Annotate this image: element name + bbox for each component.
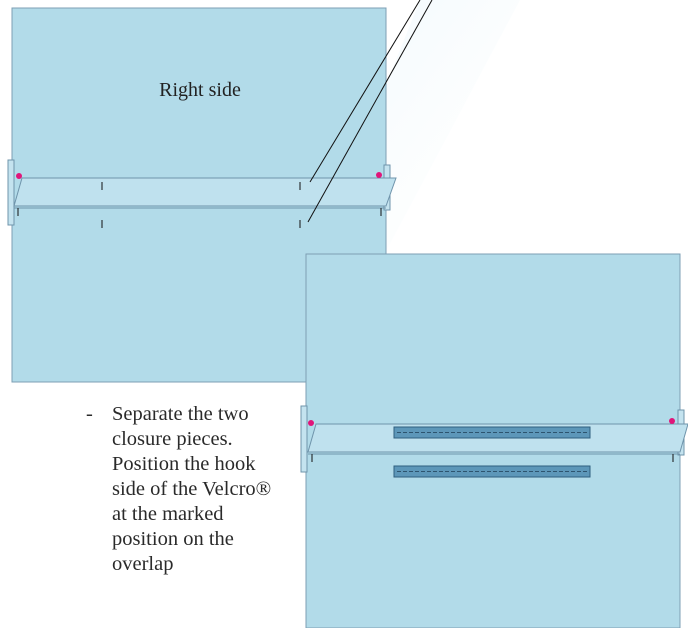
- velcro-loop-strip: [393, 465, 591, 478]
- top-pin-right: [376, 172, 382, 178]
- top-pin-left: [16, 173, 22, 179]
- pointer-line-1: [309, 0, 421, 183]
- bottom-fabric-panel: [300, 253, 688, 628]
- bottom-left-side-tab: [300, 405, 308, 473]
- right-side-label: Right side: [159, 79, 241, 101]
- bottom-pin-right: [669, 418, 675, 424]
- top-overlap-fold: [13, 177, 397, 207]
- top-left-side-tab: [7, 159, 15, 226]
- velcro-hook-strip: [393, 426, 591, 439]
- instruction-text: Separate the two closure pieces. Positio…: [112, 403, 272, 575]
- instruction-bullet: -: [86, 403, 93, 425]
- instruction-text-block: - Separate the two closure pieces. Posit…: [86, 402, 282, 577]
- bottom-pin-left: [308, 420, 314, 426]
- pointer-line-2: [307, 0, 433, 223]
